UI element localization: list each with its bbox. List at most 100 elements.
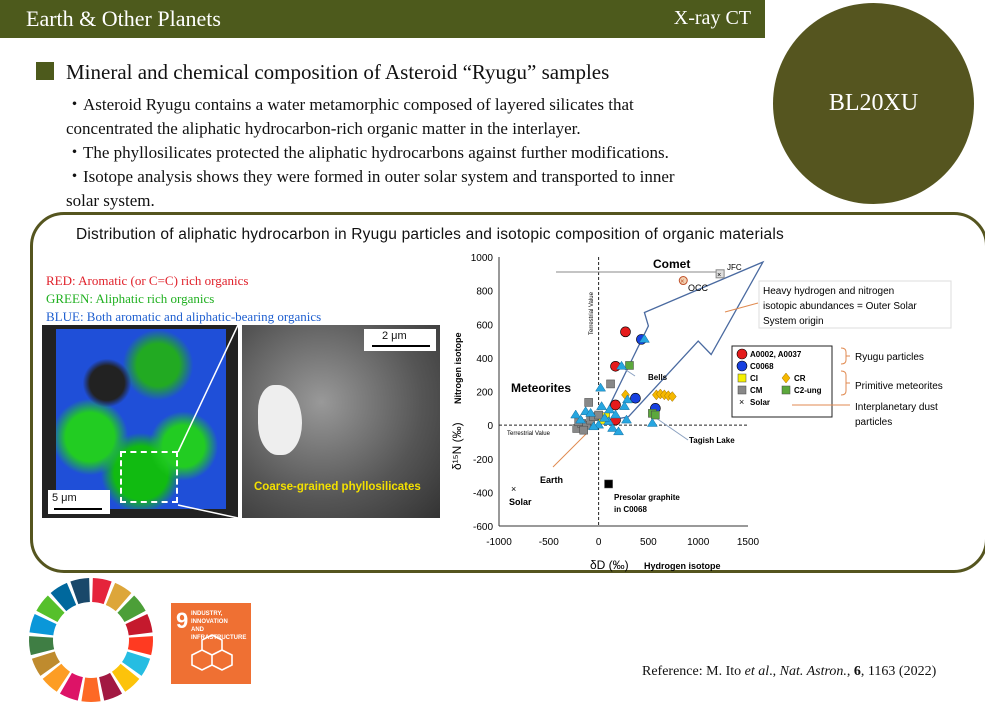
y-axis-sublabel: Nitrogen isotope	[453, 333, 463, 405]
sdg-wheel-segment	[42, 663, 71, 692]
data-point	[585, 407, 597, 417]
legend-entry: Solar	[750, 398, 770, 407]
data-point	[604, 404, 616, 414]
data-point	[667, 391, 677, 402]
data-point	[607, 423, 618, 432]
data-point	[736, 348, 748, 360]
sdg-wheel-segment	[125, 614, 153, 636]
data-point	[620, 326, 631, 338]
jfc-label: JFC	[727, 263, 742, 272]
legend-red: RED: Aromatic (or C=C) rich organics	[46, 273, 249, 288]
reference: Reference: M. Ito et al., Nat. Astron., …	[642, 664, 937, 679]
legend-green: GREEN: Aliphatic rich organics	[46, 291, 215, 306]
sem-label: Coarse-grained phyllosilicates	[254, 481, 421, 493]
bells-label: Bells	[648, 373, 668, 382]
x-tick-label: 0	[596, 537, 602, 548]
sdg-wheel-segment	[29, 636, 55, 656]
y-tick-label: -400	[473, 488, 493, 499]
note-text: System origin	[763, 316, 824, 327]
y-tick-label: 400	[476, 354, 493, 365]
sdg-wheel-segment	[59, 672, 83, 701]
data-point-x: ×	[680, 279, 684, 286]
data-point-x: ×	[717, 272, 721, 279]
data-point	[781, 372, 791, 384]
earth-label: Earth	[540, 475, 563, 485]
false-color-map-image: 5 μm	[42, 325, 238, 518]
data-point	[737, 373, 747, 383]
x-tick-label: 1500	[737, 537, 760, 548]
bullet-line: ・The phyllosilicates protected the aliph…	[66, 143, 669, 162]
y-tick-label: -600	[473, 522, 493, 533]
ryugu-brace	[840, 347, 850, 365]
sdg-wheel-segment	[99, 672, 123, 701]
y-axis-label: δ¹⁵N (‰)	[450, 422, 464, 470]
bullet-line: concentrated the aliphatic hydrocarbon-r…	[66, 119, 581, 138]
data-point	[588, 421, 600, 431]
data-point	[678, 276, 688, 286]
legend-entry: C2-ung	[794, 386, 822, 395]
category-title: Earth & Other Planets	[26, 6, 221, 31]
ryugu-group-label: Ryugu particles	[855, 352, 924, 363]
bullet-line: ・Asteroid Ryugu contains a water metamor…	[66, 95, 634, 114]
figure-title: Distribution of aliphatic hydrocarbon in…	[76, 226, 784, 243]
technique-label: X-ray CT	[673, 7, 751, 29]
note-box	[758, 280, 952, 329]
legend-entry: CR	[794, 374, 806, 383]
legend-entry: CI	[750, 374, 758, 383]
x-tick-label: -500	[539, 537, 559, 548]
scale-bar-label: 2 μm	[382, 330, 407, 342]
sdg-wheel-segment	[111, 663, 140, 692]
terrestrial-label-x: Terrestrial Value	[507, 431, 551, 437]
sdg-wheel-segment	[92, 578, 112, 605]
primitive-group-label: Primitive meteorites	[855, 381, 943, 392]
sdg-wheel-segment	[29, 614, 57, 636]
x-tick-label: 500	[640, 537, 657, 548]
sdg-wheel-segment	[70, 578, 90, 605]
sdg-wheel-segment	[117, 595, 146, 623]
data-point	[638, 333, 650, 343]
data-point	[570, 409, 582, 419]
note-text: Heavy hydrogen and nitrogen	[763, 286, 894, 297]
y-tick-label: 200	[476, 388, 493, 399]
bullet-line: ・Isotope analysis shows they were formed…	[66, 167, 675, 186]
meteorites-label: Meteorites	[511, 381, 571, 395]
data-point	[625, 361, 634, 370]
x-axis-label: δD (‰)	[590, 558, 629, 572]
occ-label: OCC	[688, 283, 709, 293]
data-point	[619, 401, 630, 410]
sem-image: 2 μm Coarse-grained phyllosilicates	[242, 325, 440, 518]
legend-entry: C0068	[750, 362, 774, 371]
solar-label: Solar	[509, 497, 532, 507]
beamline-badge: BL20XU	[773, 3, 974, 204]
data-point	[715, 269, 725, 279]
sdg-wheel-segment	[50, 582, 77, 612]
data-point	[596, 401, 608, 410]
legend-entry: CM	[750, 386, 763, 395]
data-point	[610, 399, 621, 411]
legend-blue: BLUE: Both aromatic and aliphatic-bearin…	[46, 309, 322, 324]
title-bullet-square	[36, 62, 54, 80]
data-point	[646, 417, 658, 427]
y-tick-label: 800	[476, 287, 493, 298]
data-point	[622, 394, 633, 404]
idp-group-label-2: particles	[855, 417, 892, 428]
data-point	[610, 409, 621, 419]
data-point	[595, 382, 607, 392]
x-tick-label: -1000	[486, 537, 512, 548]
note-pointer	[724, 302, 759, 313]
sdg-wheel-segment	[81, 677, 101, 702]
earth-pointer	[552, 433, 587, 468]
data-point	[616, 360, 627, 370]
x-tick-label: 1000	[687, 537, 710, 548]
scale-bar	[372, 345, 430, 347]
y-tick-label: 600	[476, 320, 493, 331]
tagish-label: Tagish Lake	[689, 436, 735, 445]
bullet-line: solar system.	[66, 191, 155, 210]
data-point	[630, 392, 641, 404]
slide-title: Mineral and chemical composition of Aste…	[66, 60, 610, 84]
comet-label: Comet	[653, 257, 690, 271]
primitive-brace	[840, 370, 850, 396]
x-axis-sublabel: Hydrogen isotope	[644, 561, 721, 571]
data-point	[575, 414, 587, 424]
